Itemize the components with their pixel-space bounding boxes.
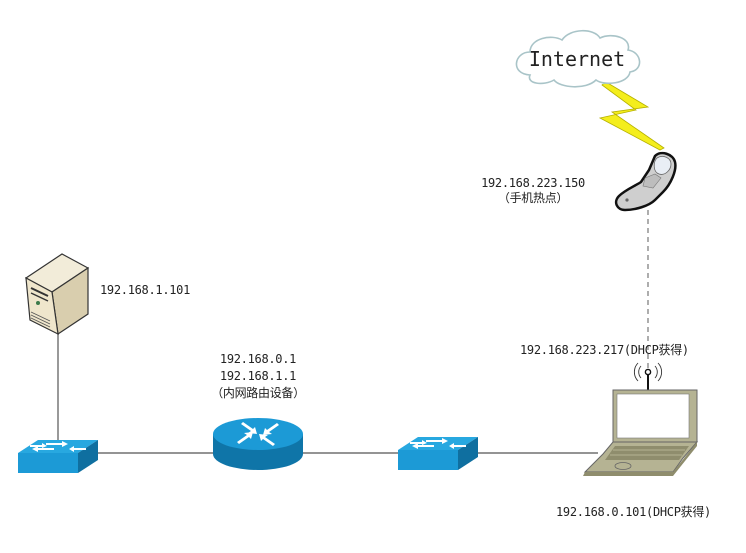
- router-ip-2-label: 192.168.1.1: [219, 369, 297, 383]
- laptop-icon: [583, 362, 699, 476]
- router-icon: [213, 418, 303, 470]
- internet-label: Internet: [529, 47, 625, 71]
- laptop-wifi-ip-label: 192.168.223.217(DHCP获得): [520, 343, 689, 357]
- lightning-icon: [598, 81, 665, 151]
- router-ip-1-label: 192.168.0.1: [219, 352, 297, 366]
- server-tower-icon: [24, 253, 90, 336]
- phone-ip-label: 192.168.223.150: [481, 176, 585, 190]
- mobile-phone-icon: [614, 151, 677, 212]
- phone-note-label: （手机热点）: [497, 191, 569, 205]
- router-note-label: （内网路由设备）: [211, 386, 305, 400]
- switch-icon: [18, 440, 98, 473]
- switch-icon: [398, 437, 478, 470]
- cloud-icon: Internet: [515, 29, 641, 88]
- server-ip-label: 192.168.1.101: [100, 283, 191, 297]
- laptop-lan-ip-label: 192.168.0.101(DHCP获得): [556, 505, 711, 519]
